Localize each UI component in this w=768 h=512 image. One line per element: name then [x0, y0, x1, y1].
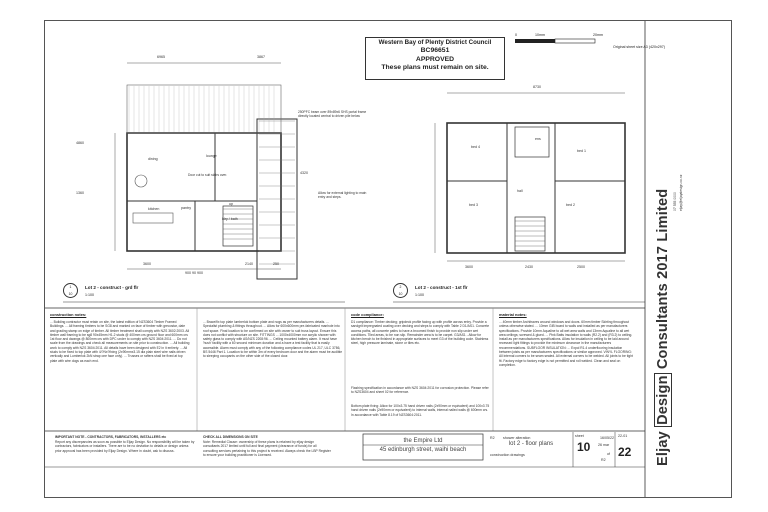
client-name: the Empire Ltd: [403, 438, 443, 444]
ground-detail-marker: 1 10: [63, 283, 78, 298]
room-dining: dining: [148, 157, 158, 161]
ground-stair: [222, 205, 254, 247]
ground-bottom-dim-2: 900 90 900: [185, 271, 203, 275]
stamp-consent-number: BC96651: [420, 47, 450, 55]
stamp-remain-on-site: These plans must remain on site.: [381, 63, 489, 71]
room-bed-2: bed 2: [566, 203, 575, 207]
first-marker-number: 2: [399, 285, 402, 289]
room-kitchen: kitchen: [148, 207, 160, 211]
sheet-title: lot 2 - floor plans: [508, 441, 554, 447]
first-bottom-dim-2: 2430: [525, 265, 533, 269]
flashing-spec-text: Flashing specification in accordance wit…: [351, 386, 489, 395]
roof-outline: [126, 84, 282, 134]
external-lighting-note: Allow for external lighting to main entr…: [318, 191, 367, 200]
services-fittings-notes: ... Brace/fix top plate lumberlok bottom…: [203, 320, 343, 359]
important-note-header: IMPORTANT NOTE - CONTRACTORS, FABRICATOR…: [55, 435, 167, 439]
council-approval-stamp: Western Bay of Plenty District Council B…: [365, 37, 505, 80]
company-brand: Eljay Design Consultants 2017 Limited: [654, 188, 672, 466]
material-notes-header: material notes:: [499, 312, 527, 317]
construction-notes-text: ... Building contractor must retain on s…: [50, 320, 190, 363]
sheet-of: of: [607, 452, 610, 456]
revision-code: R2: [490, 436, 495, 440]
room-bed-3: bed 3: [469, 203, 478, 207]
first-bottom-dim-1: 3600: [465, 265, 473, 269]
door-cut-note: Door cut to suit stairs over.: [188, 173, 228, 177]
brand-name-box: Design: [654, 373, 672, 427]
ground-side-dim-2: 4320: [300, 171, 308, 175]
code-compliance-header: code compliance:: [351, 312, 384, 317]
bottom-plate-fixing-text: Bottom plate fixing: Allow for 100x3.75 …: [351, 404, 490, 417]
room-hall: hall: [517, 189, 523, 193]
revision-date-short: 26 mar: [598, 443, 610, 447]
ground-deck-outline: [256, 118, 298, 280]
stamp-approved: APPROVED: [415, 55, 455, 63]
room-lounge: lounge: [206, 154, 217, 158]
first-detail-marker: 2 10: [393, 283, 408, 298]
site-address: 45 edinburgh street, waihi beach: [379, 447, 467, 453]
first-floor-scale: 1:100: [415, 293, 424, 297]
check-dimensions-header: CHECK ALL DIMENSIONS ON SITE: [203, 435, 258, 439]
dining-table: [134, 174, 148, 188]
original-sheet-size-note: Original sheet size A3 (420x297): [613, 45, 665, 49]
first-stair: [514, 216, 546, 252]
scale-label-20: 20mm: [593, 33, 603, 37]
drawing-sheet: Western Bay of Plenty District Council B…: [44, 20, 732, 498]
job-number: 22-01: [618, 434, 628, 438]
ground-marker-number: 1: [69, 285, 72, 289]
material-notes-text: ... 40mm timber Architraves around windo…: [499, 320, 633, 367]
brand-name-pre: Eljay: [655, 431, 671, 466]
ground-dim-a: 3867: [257, 55, 265, 59]
portal-beam-note: 250PFC beam over 89x89x6 SHS portal fram…: [298, 110, 367, 119]
sheet-total: 22: [618, 445, 632, 459]
room-laundry-bath: ldry / bath: [222, 217, 238, 221]
stamp-council: Western Bay of Plenty District Council: [378, 39, 492, 46]
current-revision: R2: [601, 458, 606, 462]
revision-description: shower alteration: [503, 436, 531, 440]
first-ensuite: [514, 126, 550, 158]
client-box: [362, 433, 484, 461]
sheet-label: sheet: [575, 434, 584, 438]
ground-bottom-dim-3: 2140: [245, 262, 253, 266]
brand-name-post: Consultants 2017 Limited: [655, 188, 671, 370]
sheet-number: 10: [577, 440, 591, 454]
first-floor-title: Lot 2 - construct - 1st flr: [415, 285, 468, 290]
stair-up-label: up: [229, 202, 233, 206]
ground-side-dim-1: 4860: [76, 141, 84, 145]
kitchen-bench: [132, 212, 174, 224]
scale-bar-black: [515, 39, 555, 43]
ground-floor-outline: [126, 132, 282, 252]
ground-marker-sheet: 10: [68, 292, 73, 296]
first-bottom-dim-3: 2500: [577, 265, 585, 269]
ground-floor-title: Lot 2 - construct - grd flr: [85, 285, 139, 290]
code-compliance-text: D1 compliance: Timber decking; gripdeck …: [351, 320, 490, 346]
first-floor-outline: [446, 122, 626, 254]
revision-date: 16/05/22: [600, 436, 614, 440]
ground-overall-dim: 6965: [157, 55, 165, 59]
drawing-stage: construction drawings: [490, 453, 525, 457]
room-bed-1: bed 1: [577, 149, 586, 153]
room-ensuite: ens: [535, 137, 541, 141]
scale-bar-white: [554, 38, 596, 44]
construction-notes-header: construction notes:: [50, 312, 87, 317]
ground-bottom-dim-4: 250: [273, 262, 279, 266]
first-marker-sheet: 10: [398, 292, 403, 296]
scale-label-10: 10mm: [535, 33, 545, 37]
ground-side-dim-3: 1360: [76, 191, 84, 195]
scale-label-0: 0: [515, 33, 517, 37]
brand-email: eljay@eljaydesign.co.nz: [679, 174, 683, 211]
first-overall-dim: 8730: [533, 85, 541, 89]
brand-phone: 07 555 0000: [673, 192, 677, 211]
drawing-linework: [45, 21, 646, 497]
ground-floor-scale: 1:100: [85, 293, 94, 297]
ground-bottom-dim-1: 3600: [143, 262, 151, 266]
room-pantry: pantry: [181, 206, 191, 210]
remedial-clause-text: Note: Remedial Clause: ownership of thes…: [203, 440, 331, 457]
important-note-text: Report any discrepancies as soon as poss…: [55, 440, 195, 453]
room-bed-4: bed 4: [471, 145, 480, 149]
